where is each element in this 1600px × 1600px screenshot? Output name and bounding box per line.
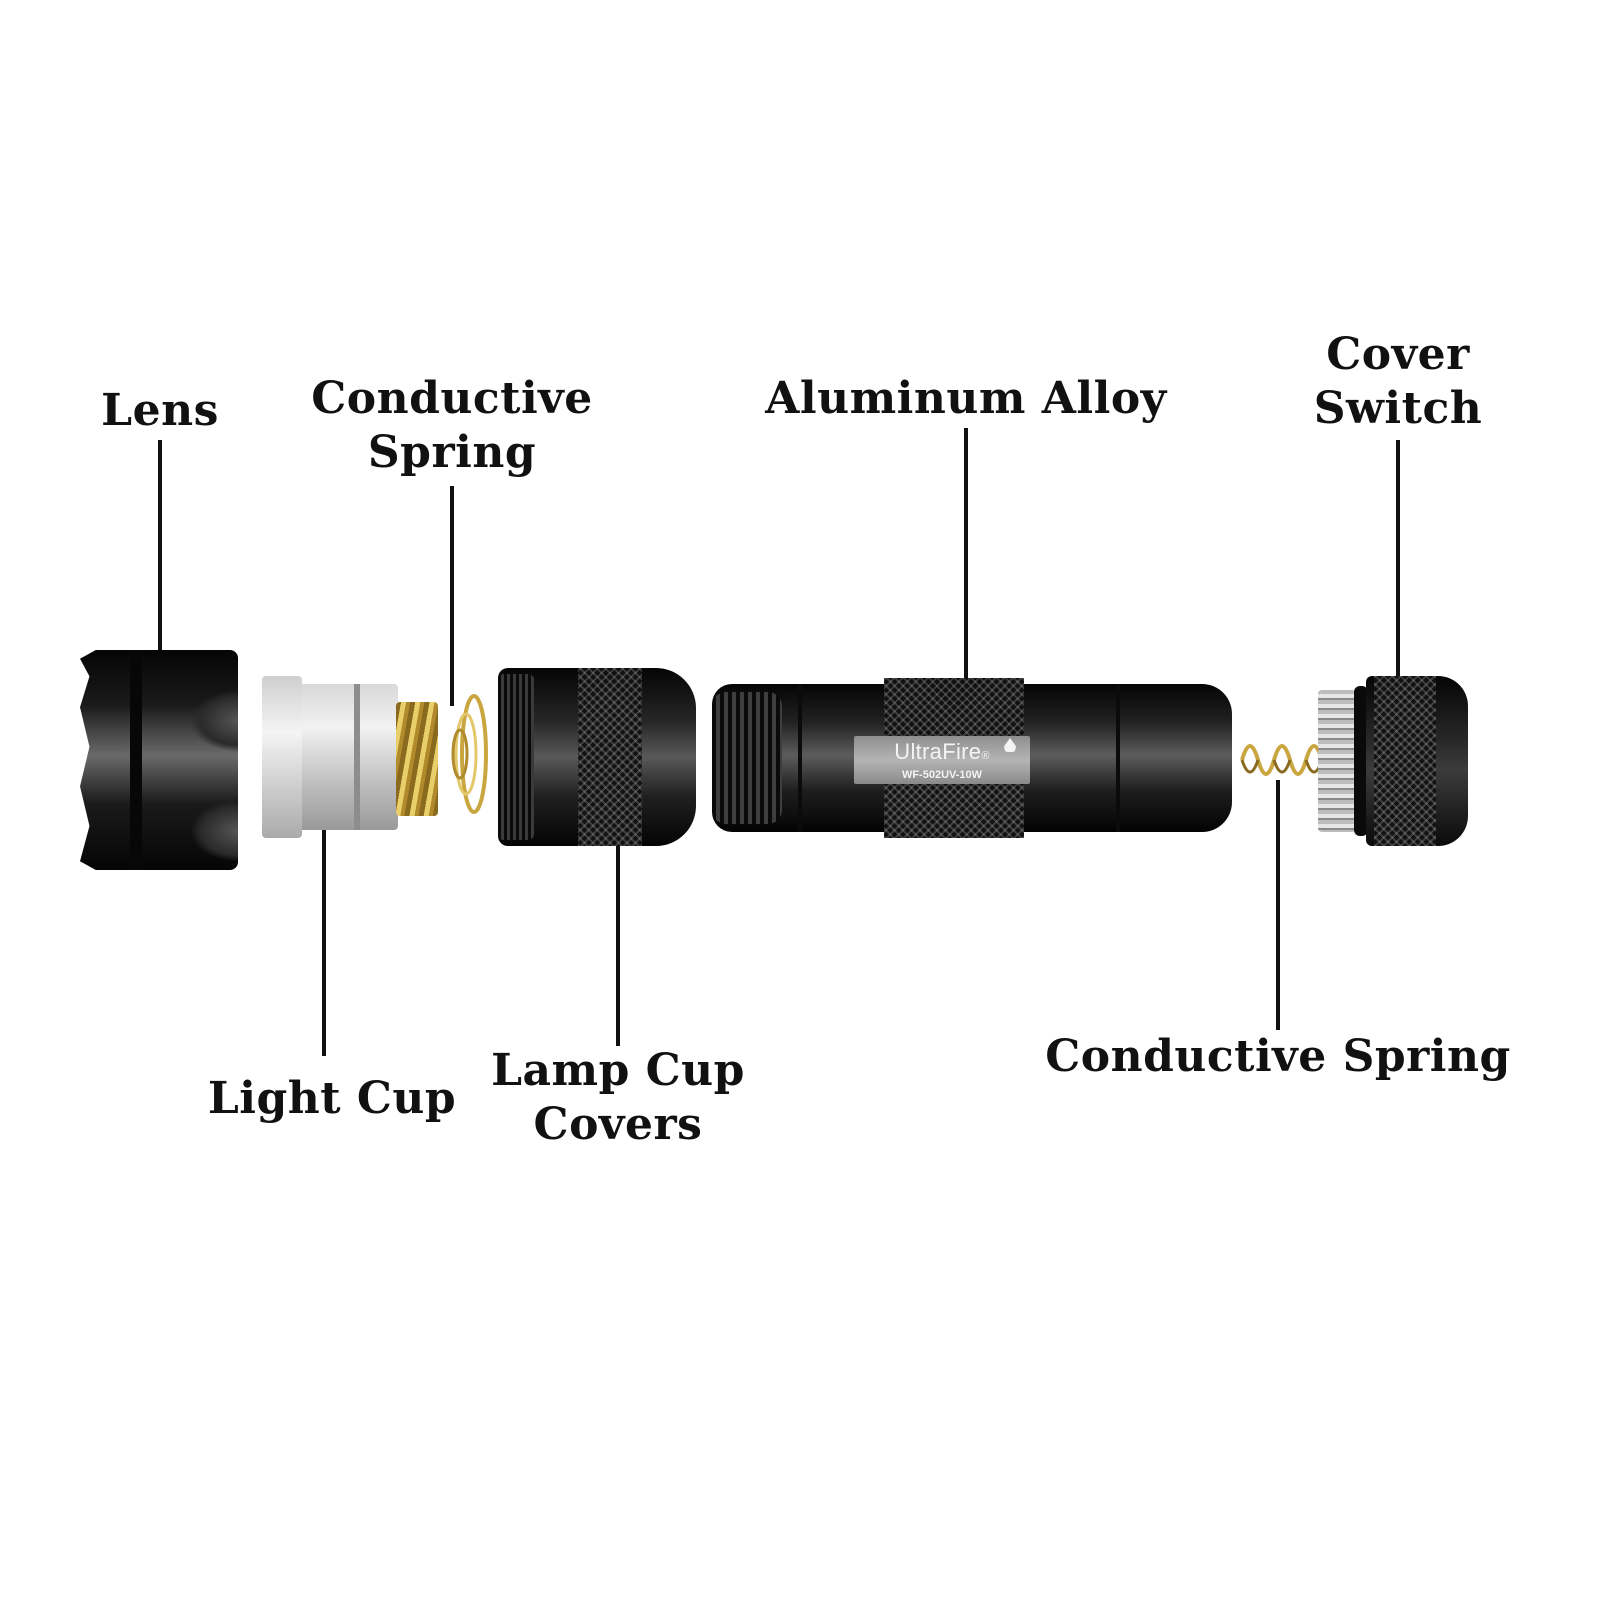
leader-line-tailcap xyxy=(1396,440,1400,680)
lens-groove xyxy=(130,650,142,870)
product-plate: UltraFire® WF-502UV-10W xyxy=(854,736,1030,784)
leader-line-body xyxy=(964,428,968,690)
label-light-cup: Light Cup xyxy=(208,1072,456,1126)
model-number: WF-502UV-10W xyxy=(901,769,983,781)
leader-line-lens xyxy=(158,440,162,690)
label-line-1: Conductive Spring xyxy=(1045,1031,1511,1082)
body-threads xyxy=(712,692,782,824)
label-line-1: Cover xyxy=(1326,329,1470,380)
label-lamp-cup-covers: Lamp Cup Covers xyxy=(491,1044,745,1152)
light-cup xyxy=(262,676,398,838)
front-spring-icon xyxy=(451,694,488,814)
tail-cap-thread xyxy=(1318,690,1356,832)
leader-line-front-spring xyxy=(450,486,454,706)
tail-cap-knurl xyxy=(1374,676,1436,846)
label-aluminum-alloy: Aluminum Alloy xyxy=(765,372,1166,426)
tail-cap-switch xyxy=(1318,676,1468,846)
body-step xyxy=(1116,684,1120,832)
label-lens-line-1: Lens xyxy=(101,385,219,436)
label-line-2: Switch xyxy=(1313,383,1483,434)
body-step xyxy=(798,684,802,832)
label-line-2: Spring xyxy=(367,427,537,478)
lamp-cup-knurl xyxy=(578,668,642,846)
brand-text: UltraFire xyxy=(894,739,982,764)
tail-cap-oring xyxy=(1354,686,1368,836)
label-conductive-spring-rear: Conductive Spring xyxy=(1045,1030,1511,1084)
light-cup-ring xyxy=(354,684,360,830)
label-line-1: Conductive xyxy=(311,373,593,424)
lens-head xyxy=(80,650,238,870)
lamp-cup-threads xyxy=(498,674,534,840)
label-cover-switch: Cover Switch xyxy=(1314,328,1482,436)
label-lens: Lens xyxy=(101,384,219,438)
registered-mark: ® xyxy=(981,750,990,762)
label-line-1: Aluminum Alloy xyxy=(765,373,1167,424)
lens-notch xyxy=(190,690,238,752)
leader-line-lamp-cup xyxy=(616,790,620,1046)
label-line-2: Covers xyxy=(533,1099,703,1150)
brand-name: UltraFire® xyxy=(854,736,1030,768)
label-line-1: Lamp Cup xyxy=(491,1045,745,1096)
brass-thread xyxy=(396,702,438,816)
lens-notch xyxy=(190,800,238,862)
lamp-cup-cover xyxy=(498,668,696,846)
leader-line-rear-spring xyxy=(1276,780,1280,1030)
leader-line-light-cup xyxy=(322,776,326,1056)
tail-cap-body xyxy=(1366,676,1468,846)
light-cup-flange xyxy=(262,676,302,838)
aluminum-body: UltraFire® WF-502UV-10W xyxy=(712,678,1232,838)
label-line-1: Light Cup xyxy=(207,1073,457,1124)
label-conductive-spring-front: Conductive Spring xyxy=(311,372,593,480)
